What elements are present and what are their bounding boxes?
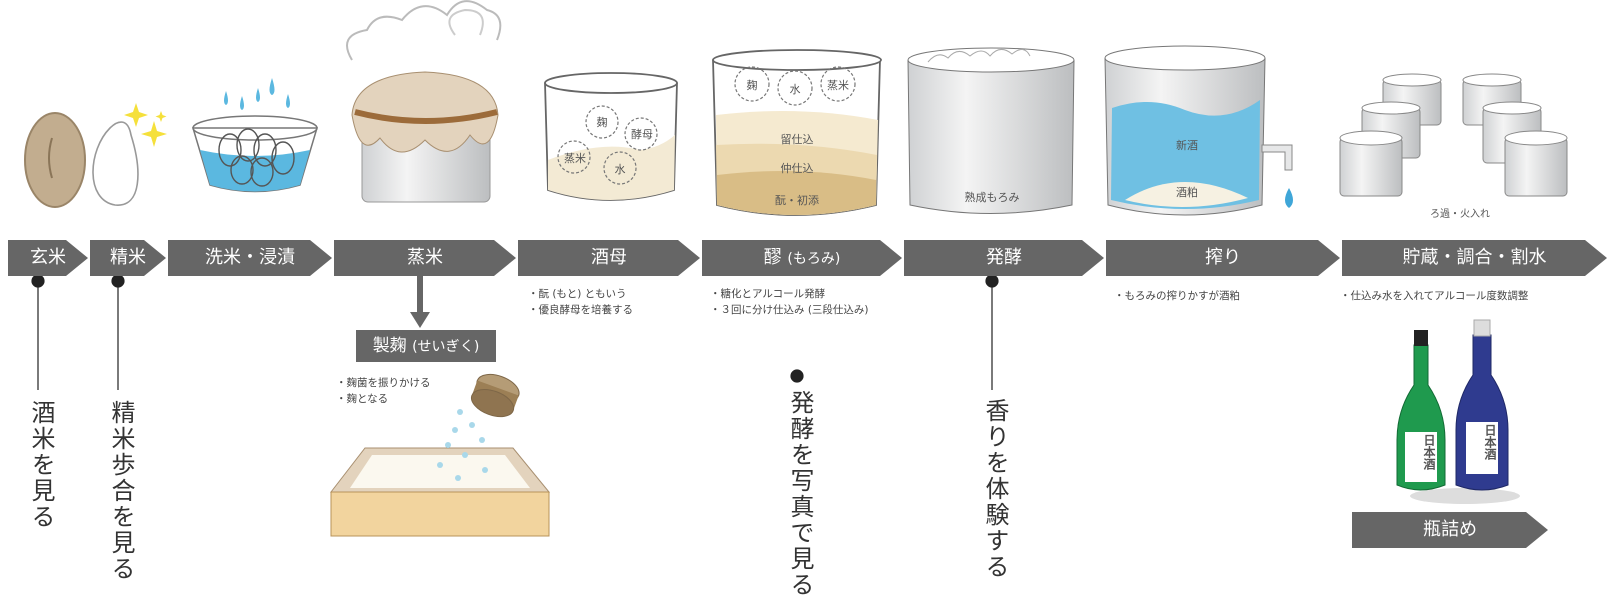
polished-rice-icon [92, 103, 167, 206]
experience-kaori: 香りを体験する [981, 398, 1009, 580]
shubo-tank-icon [544, 72, 678, 201]
note-seikiku: 麹菌を振りかける麹となる [336, 375, 431, 407]
step-senmai: 洗米・浸漬 [168, 240, 332, 276]
note-shubo: 酛 (もと) ともいう優良酵母を培養する [528, 286, 634, 318]
label-moromi-koji: 麹 [746, 79, 758, 92]
koji-box-icon [329, 373, 551, 537]
label-shubo-mizu: 水 [614, 163, 626, 176]
label-moromi-jomai: 蒸米 [827, 79, 849, 92]
brown-rice-icon [24, 112, 86, 208]
bottle-label-green: 日本酒 [1422, 434, 1436, 470]
bottle-label-blue: 日本酒 [1483, 424, 1497, 460]
label-shubo-kobo: 酵母 [631, 128, 653, 141]
step-jomai: 蒸米 [334, 240, 516, 276]
sake-bottles-icon [1396, 319, 1520, 504]
label-jukusei: 熟成もろみ [964, 191, 1020, 204]
label-roka: ろ過・火入れ [1430, 209, 1490, 220]
note-shibori: もろみの搾りかすが酒粕 [1114, 288, 1241, 304]
label-moromi-mizu: 水 [789, 83, 801, 96]
label-hatsuzoe: 酛・初添 [775, 194, 819, 207]
step-seimai: 精米 [90, 240, 166, 276]
note-moromi: 糖化とアルコール発酵３回に分け仕込み (三段仕込み) [710, 286, 869, 318]
washing-bowl-icon [191, 78, 319, 193]
steamer-icon [346, 0, 502, 203]
experience-photo: 発酵を写真で見る [786, 390, 814, 598]
step-shubo: 酒母 [518, 240, 700, 276]
label-shinshu: 新酒 [1176, 139, 1198, 152]
label-nakazoe: 仲仕込 [780, 162, 814, 175]
step-moromi: 醪 (もろみ) [702, 240, 902, 276]
experience-sakamai: 酒米を見る [27, 400, 55, 530]
note-chozo: 仕込み水を入れてアルコール度数調整 [1340, 288, 1529, 304]
step-shibori: 搾り [1106, 240, 1340, 276]
down-arrow-icon [410, 276, 430, 328]
timeline-pins [31, 274, 999, 390]
label-tomezoe: 留仕込 [780, 133, 814, 146]
fermentation-tank-icon [907, 47, 1075, 214]
label-sakekasu: 酒粕 [1176, 186, 1198, 199]
storage-tanks-icon [1339, 73, 1568, 197]
step-binzume: 瓶詰め [1352, 512, 1548, 548]
label-shubo-jomai: 蒸米 [564, 152, 586, 165]
label-shubo-koji: 麹 [596, 116, 608, 129]
step-hakko: 発酵 [904, 240, 1104, 276]
moromi-tank-icon [712, 49, 882, 216]
press-tank-icon [1104, 45, 1293, 216]
step-seikiku: 製麹 (せいぎく) [356, 330, 496, 362]
step-genmai: 玄米 [8, 240, 88, 276]
experience-seimaibuai: 精米歩合を見る [107, 400, 135, 582]
step-chozo: 貯蔵・調合・割水 [1342, 240, 1607, 276]
